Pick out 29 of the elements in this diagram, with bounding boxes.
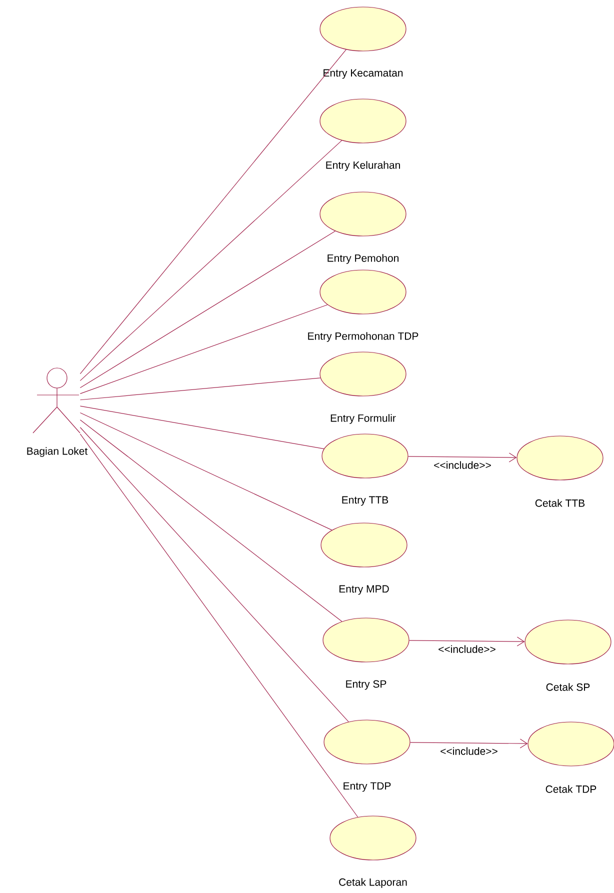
use-case-label: Cetak SP bbox=[546, 683, 590, 691]
use-case-label: Entry Formulir bbox=[330, 414, 396, 424]
association-line bbox=[80, 412, 332, 530]
edge-label: <<include>> bbox=[440, 747, 498, 755]
include-arrow bbox=[410, 738, 528, 748]
use-case-label: Entry Kelurahan bbox=[326, 161, 400, 171]
use-case-label: Cetak TTB bbox=[535, 499, 585, 507]
use-case-label: Cetak TDP bbox=[546, 785, 596, 793]
use-case-label: Entry SP bbox=[346, 680, 386, 690]
association-line bbox=[80, 427, 349, 722]
use-case-label: Entry Pemohon bbox=[328, 254, 398, 264]
include-arrow bbox=[409, 636, 525, 646]
association-line bbox=[80, 49, 346, 374]
association-line bbox=[80, 420, 342, 622]
association-line bbox=[80, 140, 342, 381]
use-case-label: Cetak Laporan bbox=[339, 878, 407, 888]
use-case-label: Entry Permohonan TDP bbox=[308, 332, 418, 342]
use-case-label: Entry MPD bbox=[339, 585, 389, 595]
use-case-label: Entry TTB bbox=[342, 496, 388, 506]
association-line bbox=[80, 406, 324, 450]
edge-label: <<include>> bbox=[434, 461, 491, 469]
association-line bbox=[80, 434, 358, 818]
association-line bbox=[80, 230, 336, 388]
association-line bbox=[80, 378, 321, 400]
association-line bbox=[80, 304, 328, 394]
use-case-label: Entry TDP bbox=[344, 782, 391, 792]
include-arrow bbox=[408, 452, 517, 462]
edge-label: <<include>> bbox=[438, 645, 496, 653]
actor-label: Bagian Loket bbox=[27, 447, 88, 457]
